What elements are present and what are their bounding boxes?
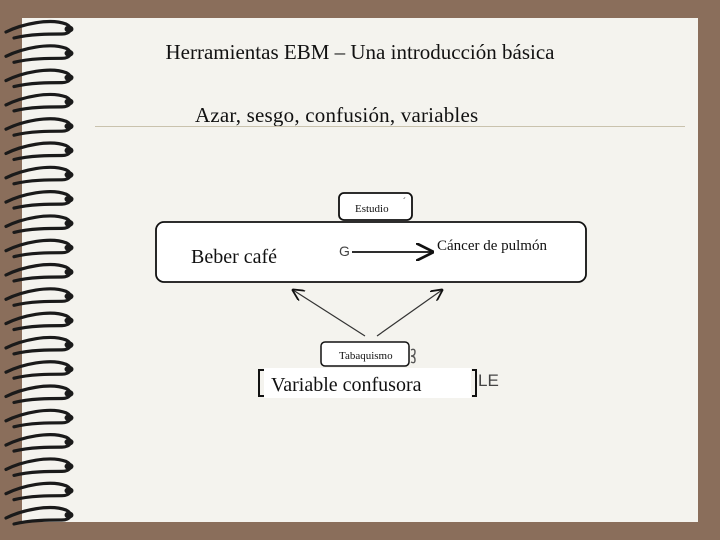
confounder-tab <box>320 341 410 367</box>
binding-ring <box>4 165 74 186</box>
residual-letters-le: LE <box>478 371 499 390</box>
binding-ring <box>4 117 74 137</box>
confounder-arrow-left <box>293 290 366 337</box>
caption-bracket-right <box>472 369 477 397</box>
caption-bracket-left <box>258 369 264 397</box>
binding-ring <box>4 68 74 89</box>
binding-ring <box>4 433 74 453</box>
binding-ring <box>4 335 74 356</box>
exposure-label: Beber café <box>191 246 277 268</box>
confounder-caption: Variable confusora <box>271 374 422 396</box>
binding-ring <box>4 505 74 526</box>
binding-ring <box>4 287 74 307</box>
binding-ring <box>4 141 74 162</box>
binding-ring <box>4 481 74 502</box>
binding-ring <box>4 92 74 113</box>
study-tab <box>338 192 413 221</box>
spiral-binding <box>4 19 74 526</box>
binding-ring <box>4 19 74 40</box>
study-tab-mark: ´ <box>403 196 406 208</box>
residual-letter-g: G <box>339 243 350 259</box>
slide-subtitle: Azar, sesgo, confusión, variables <box>195 103 479 127</box>
binding-ring <box>4 190 74 210</box>
slide-title: Herramientas EBM – Una introducción bási… <box>165 40 555 64</box>
confounder-arrow-right <box>376 290 442 337</box>
binding-ring <box>4 262 74 283</box>
binding-ring <box>4 384 74 405</box>
caption-highlight <box>264 368 471 398</box>
outcome-label: Cáncer de pulmón <box>437 238 547 254</box>
binding-ring <box>4 360 74 380</box>
binding-ring <box>4 311 74 332</box>
binding-ring <box>4 408 74 429</box>
subtitle-underline <box>95 126 685 127</box>
study-label: Estudio <box>355 203 389 215</box>
binding-ring <box>4 238 74 259</box>
confounder-tab-fragment <box>410 348 416 364</box>
binding-ring <box>4 457 74 477</box>
binding-ring <box>4 214 74 234</box>
confounder-label: Tabaquismo <box>339 350 393 362</box>
binding-ring <box>4 44 74 64</box>
